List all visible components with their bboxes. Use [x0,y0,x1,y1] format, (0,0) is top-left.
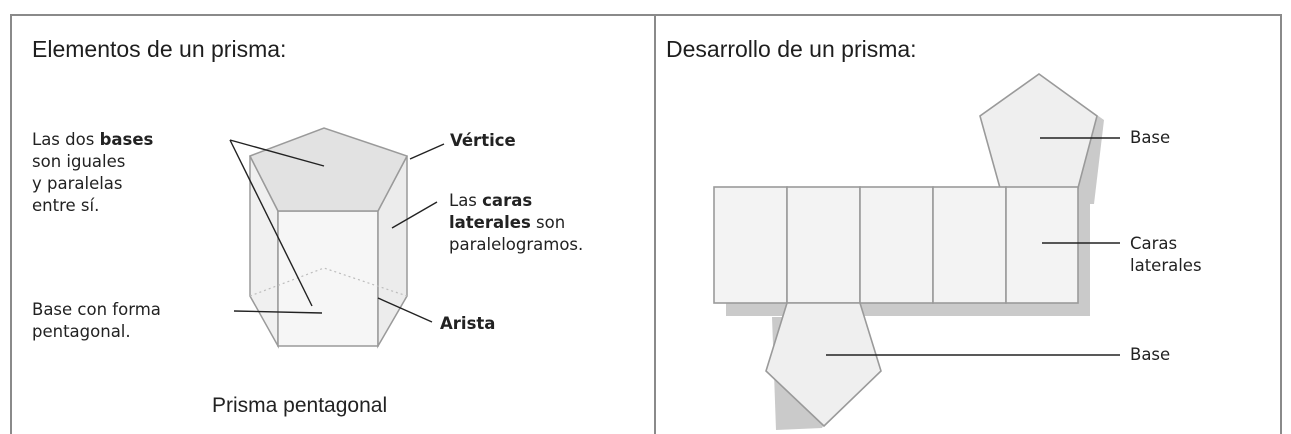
leader-bases-top [229,139,325,167]
pentagonal-prism-diagram [229,127,445,349]
leader-vertice [409,143,445,160]
label-base-bottom: Base [1130,345,1171,364]
prism-caption: Prisma pentagonal [212,394,388,417]
net-top-base [979,73,1098,189]
leader-bases-bottom [229,139,313,307]
label-caras-line1: Las caras [449,191,533,210]
top-base-pentagon [248,127,409,212]
label-base-top: Base [1130,128,1171,147]
prism-elements-title: Elementos de un prisma: [32,36,287,62]
net-lateral-face [713,186,788,304]
label-bases-line2: son iguales [32,152,126,171]
label-arista: Arista [440,314,496,333]
label-caras-line2: laterales son [449,213,566,232]
prism-net-diagram [713,73,1120,430]
label-vertice: Vértice [450,131,516,150]
label-bases-line4: entre sí. [32,196,100,215]
net-lateral-face [859,186,934,304]
net-bottom-base [765,302,882,428]
net-lateral-face [932,186,1007,304]
label-caras-line2: laterales [1130,256,1202,275]
net-lateral-face [786,186,861,304]
lateral-face-front [277,210,379,347]
leader-caras [391,201,438,229]
label-bases-line3: y paralelas [32,174,123,193]
label-caras-line3: paralelogramos. [449,235,584,254]
label-base-forma-line2: pentagonal. [32,322,131,341]
leader-arista [377,297,433,323]
label-bases-line1: Las dos bases [32,130,154,149]
bottom-hidden-edges [249,267,408,297]
label-caras-line1: Caras [1130,234,1178,253]
net-lateral-face [1005,186,1079,304]
leader-base-forma [233,310,323,314]
prism-net-title: Desarrollo de un prisma: [666,36,917,62]
prism-elements-panel: Elementos de un prisma: [10,14,656,434]
label-base-forma-line1: Base con forma [32,300,161,319]
prism-net-panel: Desarrollo de un prisma: [654,14,1282,434]
